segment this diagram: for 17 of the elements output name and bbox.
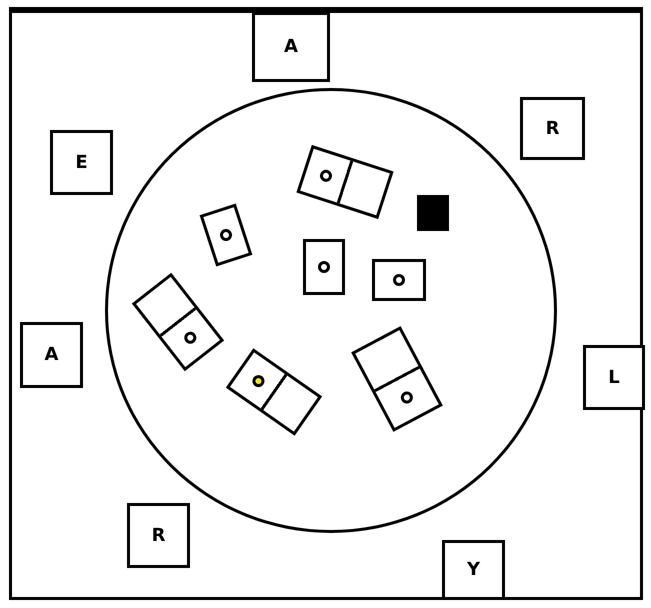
single-tile — [303, 239, 345, 295]
letter: R — [152, 526, 166, 544]
letter: E — [75, 154, 88, 172]
letter-box — [50, 130, 113, 195]
letter-box — [127, 503, 190, 568]
letter-box — [20, 322, 83, 388]
letter-box — [583, 345, 645, 410]
letter-box — [252, 12, 330, 82]
letter: L — [608, 368, 620, 386]
letter: A — [44, 346, 58, 364]
letter: A — [284, 38, 298, 56]
letter: R — [546, 120, 560, 138]
letter-box — [520, 97, 585, 160]
filled-square — [417, 195, 449, 231]
single-tile — [372, 259, 426, 301]
letter-box — [442, 540, 505, 600]
letter: Y — [466, 561, 480, 579]
